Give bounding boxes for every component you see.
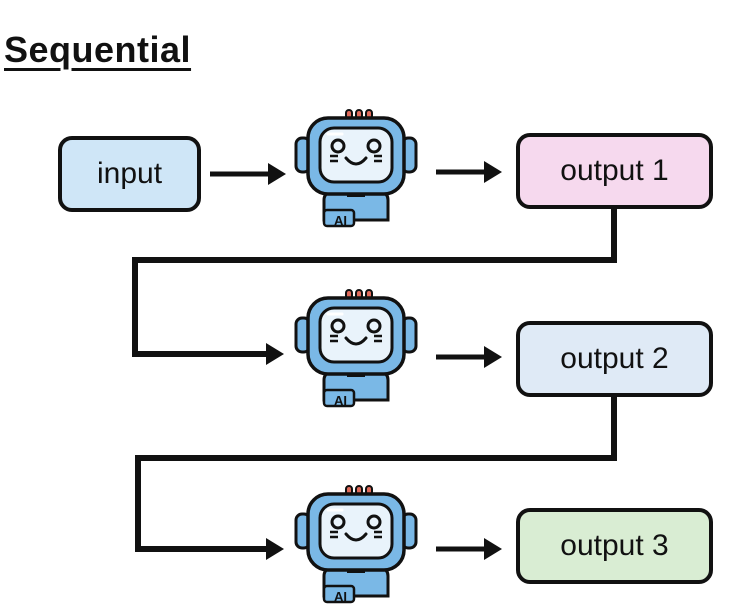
input-box: input (58, 136, 201, 212)
ai-robot-icon: AI (294, 109, 418, 228)
input-label: input (96, 157, 163, 190)
output-3-label: output 3 (560, 529, 669, 562)
output-1-box: output 1 (516, 133, 713, 209)
output-2-label: output 2 (560, 342, 669, 375)
arrow-robot-1-to-output-1 (436, 161, 502, 183)
ai-robot-icon: AI (294, 289, 418, 408)
diagram-title: Sequential (4, 29, 192, 70)
elbow-output-2-to-robot-3 (135, 397, 617, 560)
output-2-box: output 2 (516, 321, 713, 397)
ai-badge-label: AI (334, 213, 347, 228)
arrow-robot-3-to-output-3 (436, 538, 502, 560)
ai-robot-icon: AI (294, 485, 418, 604)
ai-badge-label: AI (334, 393, 347, 408)
ai-badge-label: AI (334, 589, 347, 604)
arrow-input-to-robot-1 (210, 163, 286, 185)
output-3-box: output 3 (516, 508, 713, 584)
output-1-label: output 1 (560, 154, 669, 187)
elbow-output-1-to-robot-2 (132, 209, 617, 365)
arrow-robot-2-to-output-2 (436, 346, 502, 368)
